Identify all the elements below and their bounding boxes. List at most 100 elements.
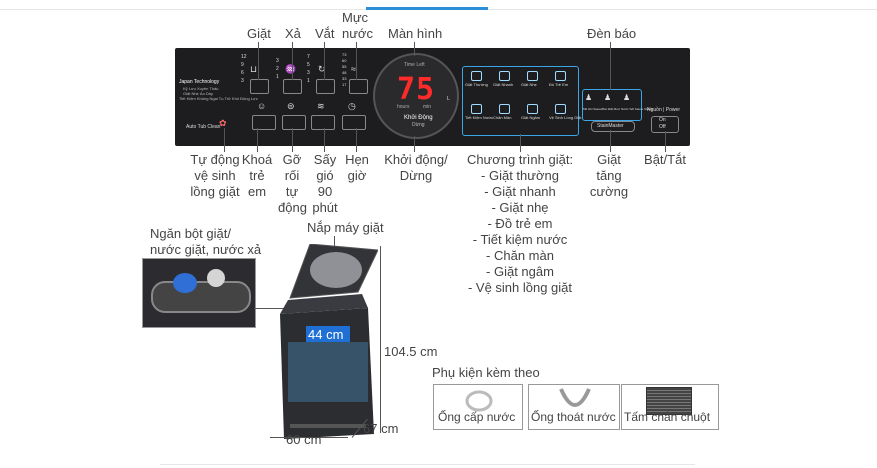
dim-height: 104.5 cm — [384, 344, 438, 359]
rinse-icon: ♒ — [285, 64, 297, 74]
air-dry-icon: ≋ — [317, 101, 325, 111]
label-nap-may-giat: Nắp máy giặt — [307, 220, 384, 235]
leader-line — [610, 42, 611, 90]
mud-icon: ♟ — [604, 93, 612, 102]
leader-line — [414, 136, 415, 152]
label-muc-nuoc-2: nước — [342, 26, 373, 41]
water-save-icon — [471, 104, 482, 114]
dim-width-top: 44 cm — [308, 327, 344, 342]
drawer-cup-blue — [173, 273, 197, 293]
program-delicate-button[interactable]: Giặt Nhẹ — [521, 70, 543, 92]
leader-line — [292, 42, 293, 80]
leader-line — [356, 42, 357, 80]
rinse-button[interactable] — [283, 79, 302, 94]
start-button-label[interactable]: Khởi Động — [404, 115, 433, 121]
washing-machine-illustration — [280, 244, 378, 439]
power-label: Nguồn | Power — [647, 107, 680, 113]
spin-icon: ↻ — [318, 64, 326, 74]
stop-button-label[interactable]: Dừng — [412, 122, 425, 128]
leader-line — [334, 236, 335, 252]
dimension-line-height — [380, 246, 381, 433]
label-vat: Vắt — [315, 26, 335, 41]
preset-button[interactable] — [342, 115, 366, 130]
label-chuong-trinh: Chương trình giặt: - Giặt thường - Giặt … — [466, 152, 574, 295]
dim-width: 60 cm — [286, 432, 322, 447]
label-man-hinh: Màn hình — [388, 26, 443, 41]
off-label: Off — [659, 124, 666, 130]
leader-line — [324, 128, 325, 152]
leader-line — [610, 130, 611, 152]
program-soak-button[interactable]: Giặt Ngâm — [521, 103, 543, 125]
program-water-save-button[interactable]: Tiết Kiệm Nước — [465, 103, 493, 125]
label-phu-kien: Phụ kiện kèm theo — [432, 365, 540, 380]
accessory-mouse-guard: Tấm chắn chuột — [621, 384, 719, 430]
display-digits: 75 — [397, 72, 436, 107]
program-normal-button[interactable]: Giặt Thường — [465, 70, 488, 92]
mud-label: Bùn Đất Mud — [602, 107, 620, 111]
drawer-cup-white — [207, 269, 225, 287]
stainmaster-button[interactable] — [591, 121, 635, 132]
leader-line — [414, 42, 415, 56]
leader-line — [224, 128, 225, 152]
hours-label: hours — [397, 104, 410, 110]
preset-icon: ◷ — [348, 101, 356, 111]
spin-button[interactable] — [316, 79, 335, 94]
brand-line-1: Kỹ Lưu Xuyên Thấu — [183, 86, 219, 91]
brand-line-3: Tiết Kiệm Không Ngại Tụ Trữ Khô Động Lực — [179, 96, 258, 101]
label-giat: Giặt — [247, 26, 271, 41]
wash-button[interactable] — [250, 79, 269, 94]
leader-line — [665, 131, 666, 152]
soak-icon — [527, 104, 538, 114]
mouse-guard-icon — [646, 387, 692, 415]
detergent-drawer-photo — [142, 258, 256, 328]
label-xa: Xả — [285, 26, 301, 41]
leader-line — [520, 134, 521, 152]
stain-indicator-group — [582, 89, 642, 121]
sauce-label: Nước Sốt Sauce Stains — [621, 107, 653, 111]
japan-technology-text: Japan Technology — [179, 79, 220, 85]
wash-icon: ⊔ — [250, 64, 258, 74]
bottom-divider — [160, 464, 695, 465]
leader-line — [258, 42, 259, 80]
air-dry-button[interactable] — [311, 115, 335, 130]
auto-tub-clean-icon: ✿ — [219, 118, 227, 128]
label-ngan-bot-giat: Ngăn bột giặt/nước giặt, nước xả — [150, 226, 262, 257]
auto-tub-clean-text: Auto Tub Clean — [186, 124, 221, 130]
water-level-button[interactable] — [349, 79, 368, 94]
tub-hygiene-icon — [555, 104, 566, 114]
child-lock-icon: ☺ — [257, 101, 267, 111]
time-left-label: Time Left — [404, 62, 425, 68]
program-tub-hygiene-button[interactable]: Vệ Sinh Lồng Giặt — [549, 103, 581, 125]
tangle-care-icon: ⊜ — [287, 101, 295, 111]
child-lock-button[interactable] — [252, 115, 276, 130]
sweat-icon: ♟ — [585, 93, 593, 102]
program-speedy-button[interactable]: Giặt Nhanh — [493, 70, 515, 92]
liter-unit: L — [447, 96, 450, 102]
leader-line — [324, 42, 325, 80]
on-label: On — [659, 117, 666, 123]
dimension-highlight — [306, 326, 350, 342]
label-khoi-dong: Khởi động/Dừng — [384, 152, 448, 183]
accessory-water-inlet: Ống cấp nước — [433, 384, 523, 430]
leader-line — [356, 128, 357, 152]
program-baby-care-button[interactable]: Đồ Trẻ Em — [549, 70, 571, 92]
leader-line — [292, 128, 293, 152]
tangle-care-button[interactable] — [282, 115, 306, 130]
speedy-icon — [499, 71, 510, 81]
min-label: min — [423, 104, 432, 110]
program-blanket-button[interactable]: Chăn Màn — [493, 103, 515, 125]
label-muc-nuoc-1: Mực — [342, 10, 369, 25]
inlet-hose-icon — [465, 390, 493, 412]
sweat-label: Mồ Hôi Sweat — [583, 107, 602, 111]
leader-line — [257, 128, 258, 152]
delicate-icon — [527, 71, 538, 81]
dim-depth: 67 cm — [363, 421, 399, 436]
